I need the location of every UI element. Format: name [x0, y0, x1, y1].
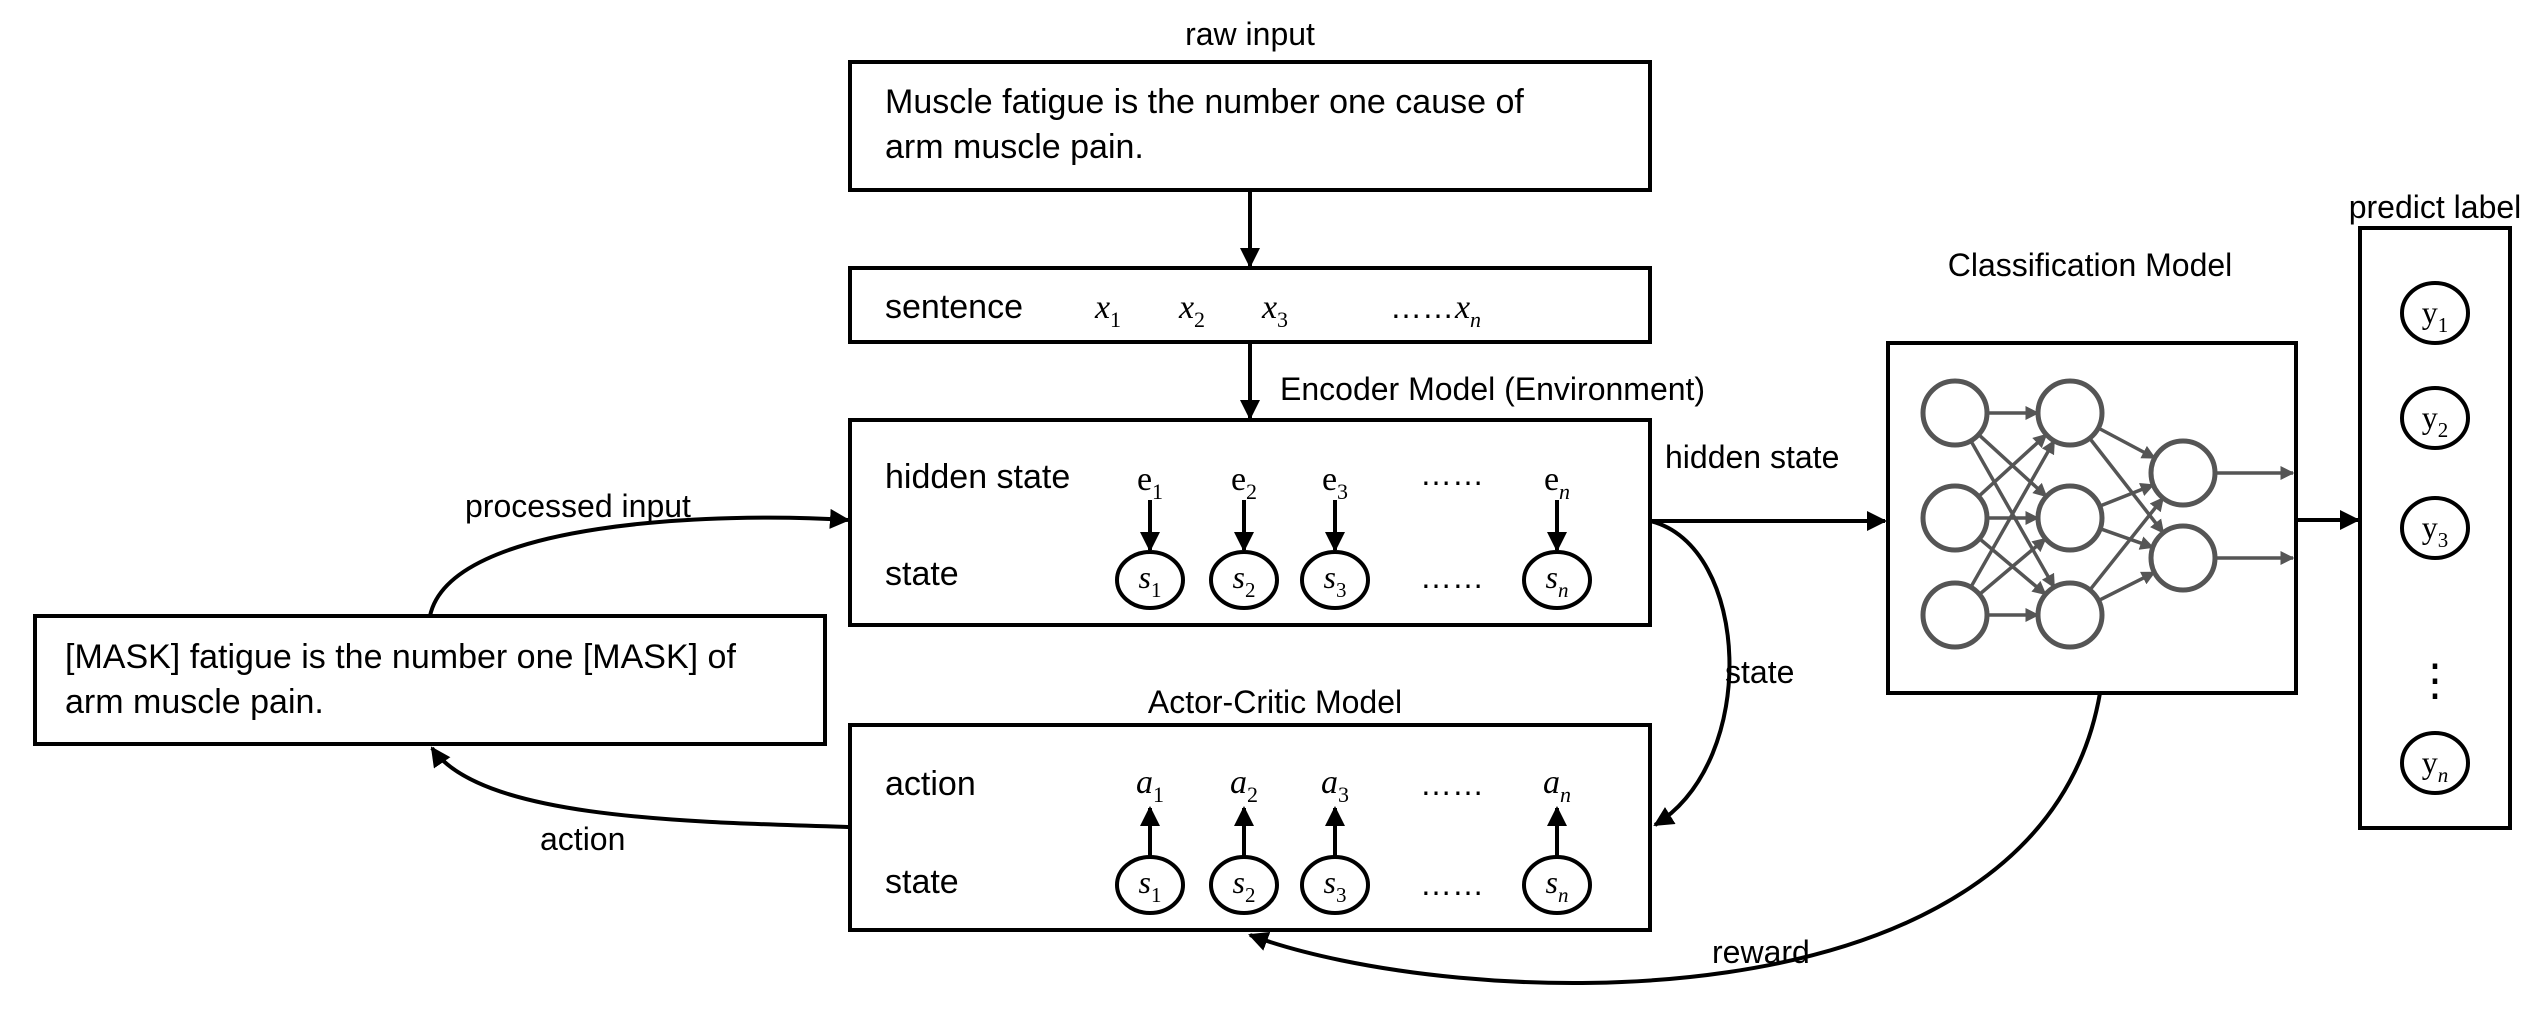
- network-node: [2035, 580, 2105, 650]
- encoder-hidden-ellipsis: ……: [1420, 456, 1484, 492]
- actor-state-s2: s2: [1233, 864, 1256, 907]
- hidden-e3: e3: [1322, 461, 1348, 504]
- label-y2: y2: [2422, 399, 2449, 442]
- label-y3: y3: [2422, 509, 2449, 552]
- actor-state-label: state: [885, 863, 959, 901]
- masked-line1: [MASK] fatigue is the number one [MASK] …: [65, 638, 736, 676]
- network-node: [1920, 378, 1990, 448]
- label-y1: y1: [2422, 294, 2449, 337]
- hidden-en: en: [1544, 461, 1570, 504]
- label-node: [2400, 386, 2470, 450]
- token-x3: x3: [1261, 289, 1288, 332]
- classification-title: Classification Model: [1948, 247, 2233, 283]
- label-node: [2400, 731, 2470, 795]
- network-node: [2148, 523, 2218, 593]
- masked-sentence-box: [33, 614, 827, 746]
- reward-arrow: [1248, 692, 2102, 985]
- encoder-hidden-tokens: e1 e2 e3 en: [1137, 461, 1570, 504]
- token-x1: x1: [1094, 289, 1121, 332]
- sentence-ellipsis: ……: [1390, 289, 1454, 325]
- network-edge: [1978, 537, 2047, 596]
- hidden-e2: e2: [1231, 461, 1257, 504]
- encoder-state-s1: s1: [1139, 559, 1162, 602]
- labels-vdots: ⋮: [2413, 656, 2457, 705]
- encoder-state-nodes: s1 s2 s3 sn: [1115, 500, 1592, 610]
- predicted-labels: y1 y2 y3 yn: [2400, 281, 2470, 795]
- network-node: [2035, 378, 2105, 448]
- network-edge: [2097, 426, 2156, 460]
- network-edge: [2099, 482, 2155, 508]
- network-edge: [1969, 439, 2056, 589]
- raw-input-label: raw input: [1185, 16, 1315, 52]
- reward-edge-label: reward: [1712, 934, 1810, 970]
- actor-action-label: action: [885, 765, 976, 803]
- actor-state-s3: s3: [1324, 864, 1347, 907]
- network-edge: [2088, 496, 2165, 592]
- sentence-tokens: x1 x2 x3 xn: [1094, 289, 1481, 332]
- action-arrow: [430, 746, 851, 829]
- actor-critic-title: Actor-Critic Model: [1148, 684, 1402, 720]
- network-node: [2148, 438, 2218, 508]
- state-arrow: [1649, 519, 1732, 827]
- encoder-state-node: [1209, 550, 1279, 610]
- actor-state-sn: sn: [1546, 864, 1569, 907]
- network-node: [1920, 580, 1990, 650]
- raw-input-box: [848, 60, 1652, 192]
- sentence-label: sentence: [885, 288, 1023, 326]
- action-an: an: [1543, 764, 1571, 807]
- encoder-state-node: [1300, 550, 1370, 610]
- network-edge: [2097, 570, 2156, 603]
- actor-state-node: [1115, 855, 1185, 915]
- encoder-title: Encoder Model (Environment): [1280, 371, 1705, 407]
- network-edge: [2099, 527, 2155, 550]
- encoder-hidden-state-label: hidden state: [885, 458, 1070, 496]
- token-xn: xn: [1454, 289, 1481, 332]
- token-x2: x2: [1178, 289, 1205, 332]
- action-a1: a1: [1136, 764, 1164, 807]
- state-edge-label: state: [1725, 654, 1794, 690]
- neural-network-icon: [1920, 378, 2295, 650]
- network-node: [2035, 483, 2105, 553]
- action-a3: a3: [1321, 764, 1349, 807]
- processed-input-label: processed input: [465, 488, 691, 524]
- actor-state-s1: s1: [1139, 864, 1162, 907]
- encoder-state-s3: s3: [1324, 559, 1347, 602]
- network-node: [1920, 483, 1990, 553]
- raw-sentence-line2: arm muscle pain.: [885, 128, 1144, 166]
- network-edge: [2088, 437, 2165, 534]
- encoder-state-ellipsis: ……: [1420, 559, 1484, 595]
- actor-state-ellipsis: ……: [1420, 866, 1484, 902]
- encoder-state-label: state: [885, 555, 959, 593]
- masked-line2: arm muscle pain.: [65, 683, 324, 721]
- encoder-state-sn: sn: [1546, 559, 1569, 602]
- network-edge: [1977, 433, 2048, 498]
- label-node: [2400, 496, 2470, 560]
- hidden-state-edge-label: hidden state: [1665, 439, 1839, 475]
- actor-state-node: [1209, 855, 1279, 915]
- actor-state-node: [1522, 855, 1592, 915]
- raw-sentence-line1: Muscle fatigue is the number one cause o…: [885, 83, 1524, 121]
- label-node: [2400, 281, 2470, 345]
- processed-input-arrow: [428, 508, 850, 617]
- action-a2: a2: [1230, 764, 1258, 807]
- action-tokens: a1 a2 a3 an: [1136, 764, 1571, 807]
- predict-label-title: predict label: [2349, 189, 2522, 225]
- encoder-state-s2: s2: [1233, 559, 1256, 602]
- label-yn: yn: [2422, 744, 2449, 787]
- actor-action-ellipsis: ……: [1420, 766, 1484, 802]
- actor-state-nodes: s1 s2 s3 sn: [1115, 806, 1592, 915]
- encoder-state-node: [1115, 550, 1185, 610]
- hidden-e1: e1: [1137, 461, 1163, 504]
- actor-state-node: [1300, 855, 1370, 915]
- action-edge-label: action: [540, 821, 625, 857]
- encoder-state-node: [1522, 550, 1592, 610]
